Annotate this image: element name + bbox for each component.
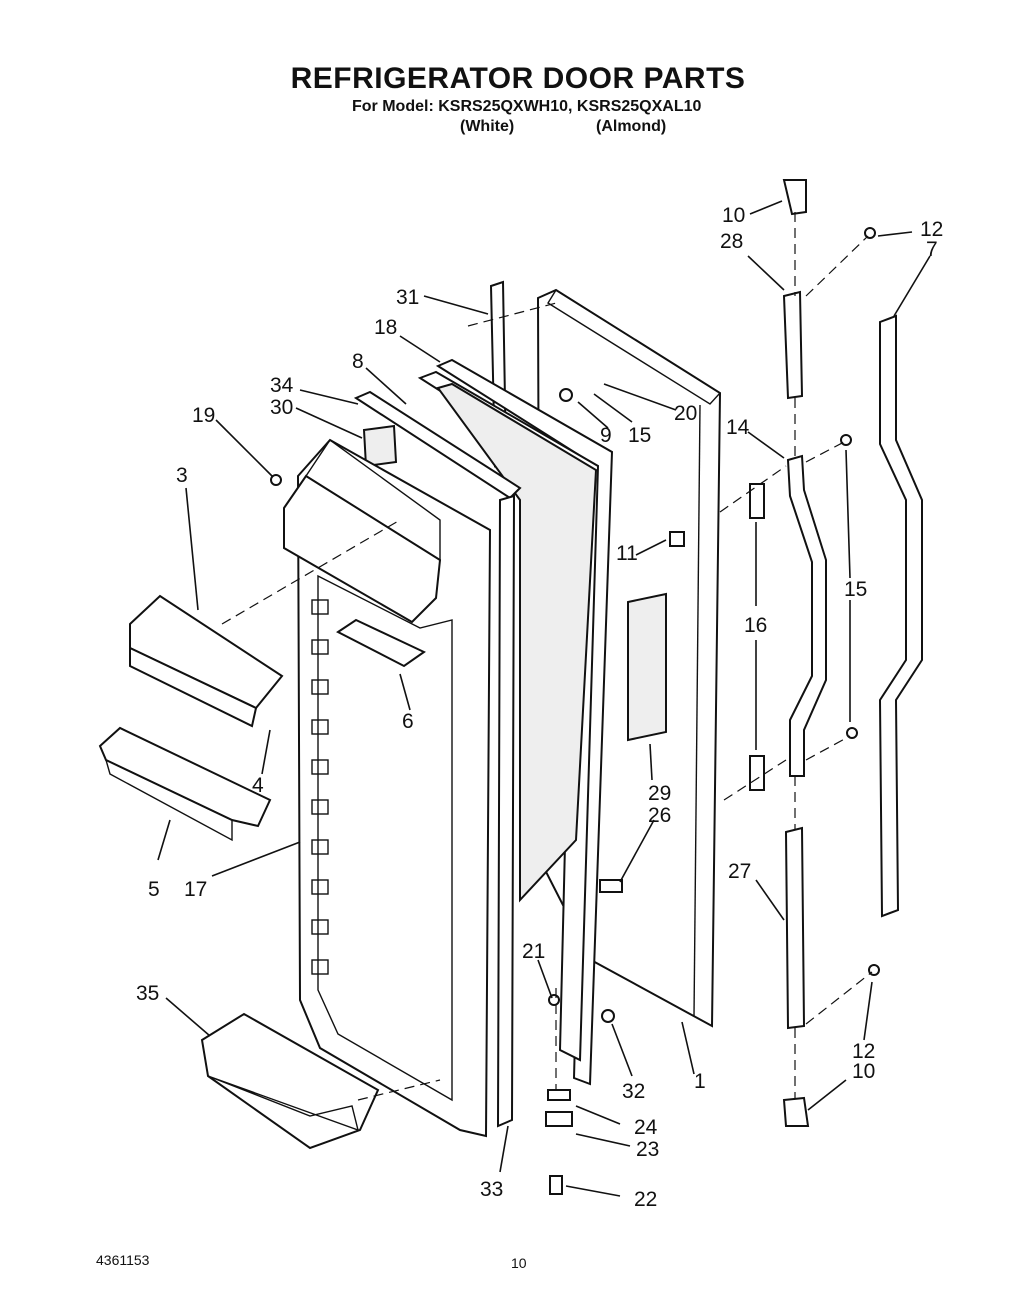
callout-12-top: 12 [920, 218, 943, 241]
callout-26: 26 [648, 804, 671, 827]
liner-strip-34 [353, 390, 522, 500]
liner-shelf-ribs [311, 599, 329, 975]
foam-block-29 [627, 592, 667, 742]
callout-20: 20 [674, 402, 697, 425]
vertical-gasket-33 [496, 494, 516, 1128]
callout-19: 19 [192, 404, 215, 427]
callout-3: 3 [176, 464, 188, 487]
page-number: 10 [511, 1255, 527, 1271]
callout-16: 16 [744, 614, 767, 637]
variant-almond-label: (Almond) [596, 118, 667, 135]
callout-28: 28 [720, 230, 743, 253]
dispenser-housing [283, 439, 442, 624]
door-tray-5 [98, 726, 272, 842]
callout-34: 34 [270, 374, 294, 397]
callout-15-upper: 15 [628, 424, 651, 447]
model-subtitle: For Model: KSRS25QXWH10, KSRS25QXAL10 [352, 98, 702, 115]
inner-door-liner-17 [296, 438, 492, 1138]
callout-29: 29 [648, 782, 671, 805]
callout-5: 5 [148, 878, 160, 901]
callout-10-bottom: 10 [852, 1060, 875, 1083]
callout-23: 23 [636, 1138, 659, 1161]
shelf-cover-3 [129, 594, 284, 728]
door-handle-14 [786, 454, 827, 777]
small-tray-6 [336, 618, 426, 668]
callout-leaders [157, 200, 931, 1197]
callout-labels: 10 12 28 7 31 18 8 34 30 19 20 9 15 14 3… [136, 204, 943, 1211]
handle-trim-7 [878, 314, 923, 918]
callout-35: 35 [136, 982, 159, 1005]
callout-30: 30 [270, 396, 293, 419]
callout-18: 18 [374, 316, 397, 339]
lower-hinge-bracket-27 [782, 826, 810, 1127]
callout-1: 1 [694, 1070, 706, 1093]
callout-24: 24 [634, 1116, 658, 1139]
callout-33: 33 [480, 1178, 503, 1201]
callout-10-top: 10 [722, 204, 745, 227]
callout-15-right: 15 [844, 578, 867, 601]
callout-27: 27 [728, 860, 751, 883]
callout-9: 9 [600, 424, 612, 447]
document-number: 4361153 [96, 1252, 150, 1268]
callout-12-bottom: 12 [852, 1040, 875, 1063]
callout-8: 8 [352, 350, 364, 373]
callout-14: 14 [726, 416, 750, 439]
callout-11: 11 [616, 542, 638, 565]
callout-22: 22 [634, 1188, 657, 1211]
alignment-lines [221, 212, 873, 1101]
callout-32: 32 [622, 1080, 645, 1103]
door-liner-gaskets [417, 358, 614, 1086]
callout-6: 6 [402, 710, 414, 733]
callout-7: 7 [926, 238, 938, 261]
callout-31: 31 [396, 286, 419, 309]
callout-17: 17 [184, 878, 207, 901]
variant-white-label: (White) [460, 118, 515, 135]
page-title: REFRIGERATOR DOOR PARTS [290, 62, 746, 95]
door-bin-35 [200, 1012, 380, 1150]
callout-4: 4 [252, 774, 264, 797]
callout-21: 21 [522, 940, 545, 963]
